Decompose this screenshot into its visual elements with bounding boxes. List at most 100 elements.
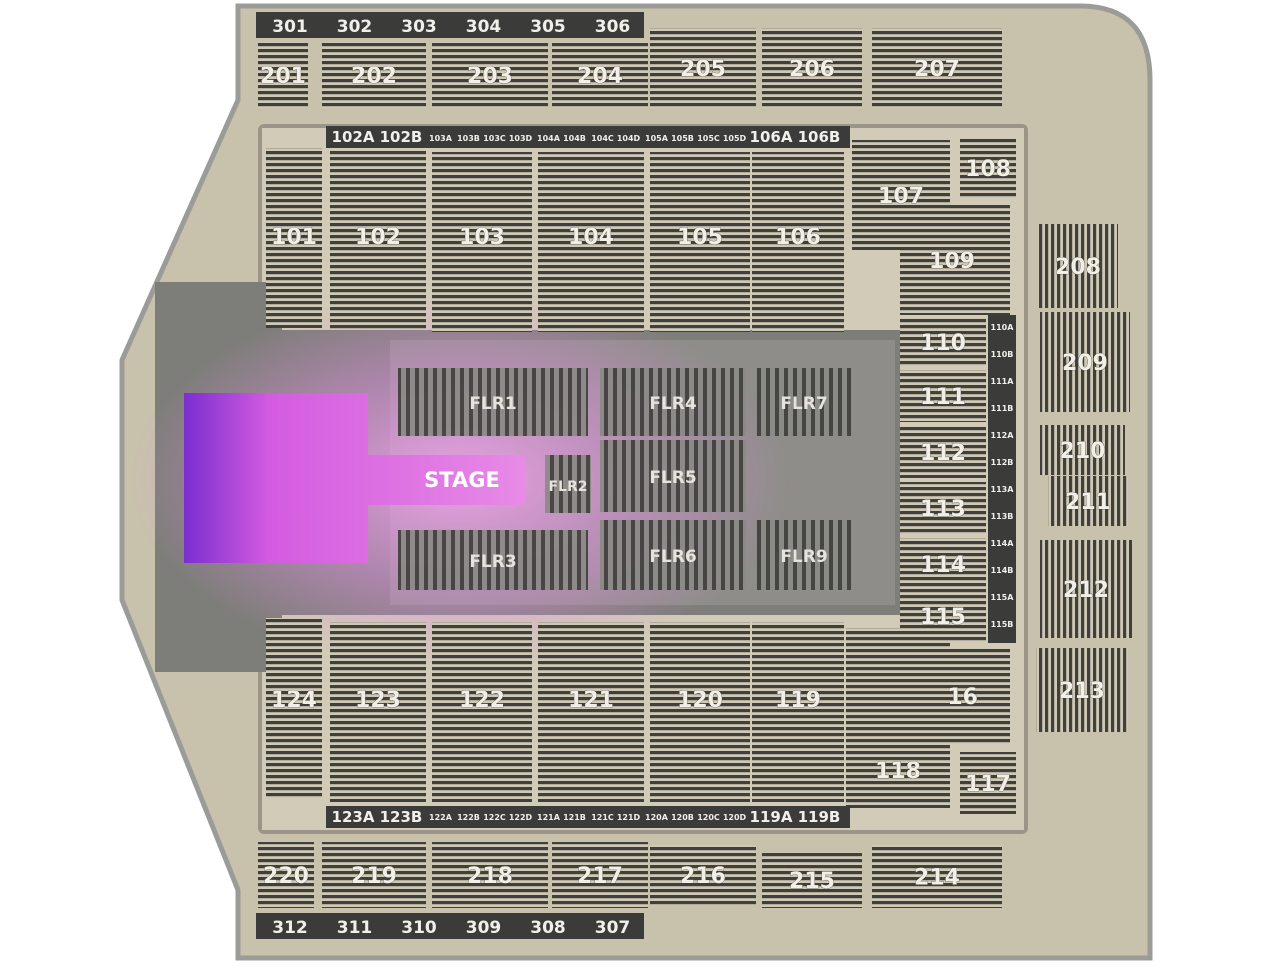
section-108[interactable]: 108 (960, 138, 1016, 198)
box-121D[interactable]: 121D (616, 807, 641, 827)
section-120[interactable]: 120 (650, 622, 750, 802)
floor-flr1[interactable]: FLR1 (398, 368, 588, 436)
box-105B[interactable]: 105B (670, 127, 695, 147)
box-113A[interactable]: 113A (989, 480, 1015, 505)
section-211[interactable]: 211 (1048, 476, 1128, 526)
floor-flr5[interactable]: FLR5 (600, 440, 746, 512)
box-103D[interactable]: 103D (508, 127, 533, 147)
section-114[interactable]: 114 (900, 538, 986, 590)
section-111[interactable]: 111 (900, 370, 986, 422)
section-204[interactable]: 204 (552, 42, 648, 108)
section-101[interactable]: 101 (266, 148, 322, 328)
section-115[interactable]: 115 (900, 590, 986, 642)
section-305[interactable]: 305 (516, 13, 578, 37)
section-202[interactable]: 202 (322, 42, 426, 108)
section-206[interactable]: 206 (762, 28, 862, 108)
section-215[interactable]: 215 (762, 852, 862, 908)
box-123B[interactable]: 123B (378, 807, 424, 827)
section-123[interactable]: 123 (330, 622, 426, 802)
section-303[interactable]: 303 (387, 13, 449, 37)
section-312[interactable]: 312 (258, 914, 320, 938)
section-112[interactable]: 112 (900, 426, 986, 478)
box-121C[interactable]: 121C (590, 807, 615, 827)
section-304[interactable]: 304 (451, 13, 514, 37)
section-213[interactable]: 213 (1036, 648, 1128, 732)
section-209[interactable]: 209 (1040, 312, 1130, 412)
section-105[interactable]: 105 (650, 152, 750, 332)
box-120B[interactable]: 120B (670, 807, 695, 827)
box-104A[interactable]: 104A (536, 127, 561, 147)
box-114B[interactable]: 114B (989, 561, 1015, 586)
section-119[interactable]: 119 (752, 622, 844, 802)
box-120D[interactable]: 120D (722, 807, 747, 827)
section-301[interactable]: 301 (258, 13, 320, 37)
box-105C[interactable]: 105C (696, 127, 721, 147)
section-310[interactable]: 310 (387, 914, 449, 938)
box-111B[interactable]: 111B (989, 399, 1015, 424)
box-104D[interactable]: 104D (616, 127, 641, 147)
box-110A[interactable]: 110A (989, 318, 1015, 343)
box-114A[interactable]: 114A (989, 534, 1015, 559)
box-106A[interactable]: 106A (748, 127, 794, 147)
section-307[interactable]: 307 (580, 914, 643, 938)
section-109[interactable]: 109 (900, 205, 1010, 315)
section-311[interactable]: 311 (322, 914, 385, 938)
section-110[interactable]: 110 (900, 318, 986, 366)
section-218[interactable]: 218 (432, 842, 548, 908)
section-104[interactable]: 104 (538, 152, 644, 332)
box-103B[interactable]: 103B (456, 127, 481, 147)
box-121B[interactable]: 121B (562, 807, 587, 827)
section-121[interactable]: 121 (538, 622, 644, 802)
section-217[interactable]: 217 (552, 842, 648, 908)
section-102[interactable]: 102 (330, 150, 426, 330)
section-103[interactable]: 103 (432, 152, 532, 332)
box-119A[interactable]: 119A (748, 807, 794, 827)
section-309[interactable]: 309 (451, 914, 514, 938)
box-102A[interactable]: 102A (330, 127, 376, 147)
section-216[interactable]: 216 (650, 845, 756, 905)
section-210[interactable]: 210 (1040, 425, 1125, 475)
box-121A[interactable]: 121A (536, 807, 561, 827)
section-220[interactable]: 220 (258, 842, 314, 908)
box-103A[interactable]: 103A (428, 127, 453, 147)
section-118[interactable]: 118 (846, 628, 950, 808)
box-122D[interactable]: 122D (508, 807, 533, 827)
section-117[interactable]: 117 (960, 752, 1016, 814)
box-104B[interactable]: 104B (562, 127, 587, 147)
box-113B[interactable]: 113B (989, 507, 1015, 532)
floor-flr3[interactable]: FLR3 (398, 530, 588, 590)
section-106[interactable]: 106 (752, 152, 844, 332)
floor-flr7[interactable]: FLR7 (756, 368, 852, 436)
section-207[interactable]: 207 (872, 28, 1002, 108)
section-214[interactable]: 214 (872, 845, 1002, 908)
box-102B[interactable]: 102B (378, 127, 424, 147)
floor-flr9[interactable]: FLR9 (756, 520, 852, 590)
section-219[interactable]: 219 (322, 842, 426, 908)
section-113[interactable]: 113 (900, 482, 986, 534)
section-122[interactable]: 122 (432, 622, 532, 802)
section-208[interactable]: 208 (1038, 224, 1118, 308)
section-124[interactable]: 124 (266, 618, 322, 798)
box-120C[interactable]: 120C (696, 807, 721, 827)
box-112B[interactable]: 112B (989, 453, 1015, 478)
box-122A[interactable]: 122A (428, 807, 453, 827)
box-120A[interactable]: 120A (644, 807, 669, 827)
box-119B[interactable]: 119B (796, 807, 842, 827)
section-302[interactable]: 302 (322, 13, 385, 37)
section-205[interactable]: 205 (650, 28, 756, 108)
box-103C[interactable]: 103C (482, 127, 507, 147)
box-106B[interactable]: 106B (796, 127, 842, 147)
floor-flr4[interactable]: FLR4 (600, 368, 746, 436)
box-115B[interactable]: 115B (989, 615, 1015, 640)
box-111A[interactable]: 111A (989, 372, 1015, 397)
box-105A[interactable]: 105A (644, 127, 669, 147)
box-112A[interactable]: 112A (989, 426, 1015, 451)
box-115A[interactable]: 115A (989, 588, 1015, 613)
box-110B[interactable]: 110B (989, 345, 1015, 370)
floor-flr2[interactable]: FLR2 (545, 455, 591, 513)
section-203[interactable]: 203 (432, 42, 548, 108)
box-122C[interactable]: 122C (482, 807, 507, 827)
floor-flr6[interactable]: FLR6 (600, 520, 746, 590)
box-105D[interactable]: 105D (722, 127, 747, 147)
box-123A[interactable]: 123A (330, 807, 376, 827)
